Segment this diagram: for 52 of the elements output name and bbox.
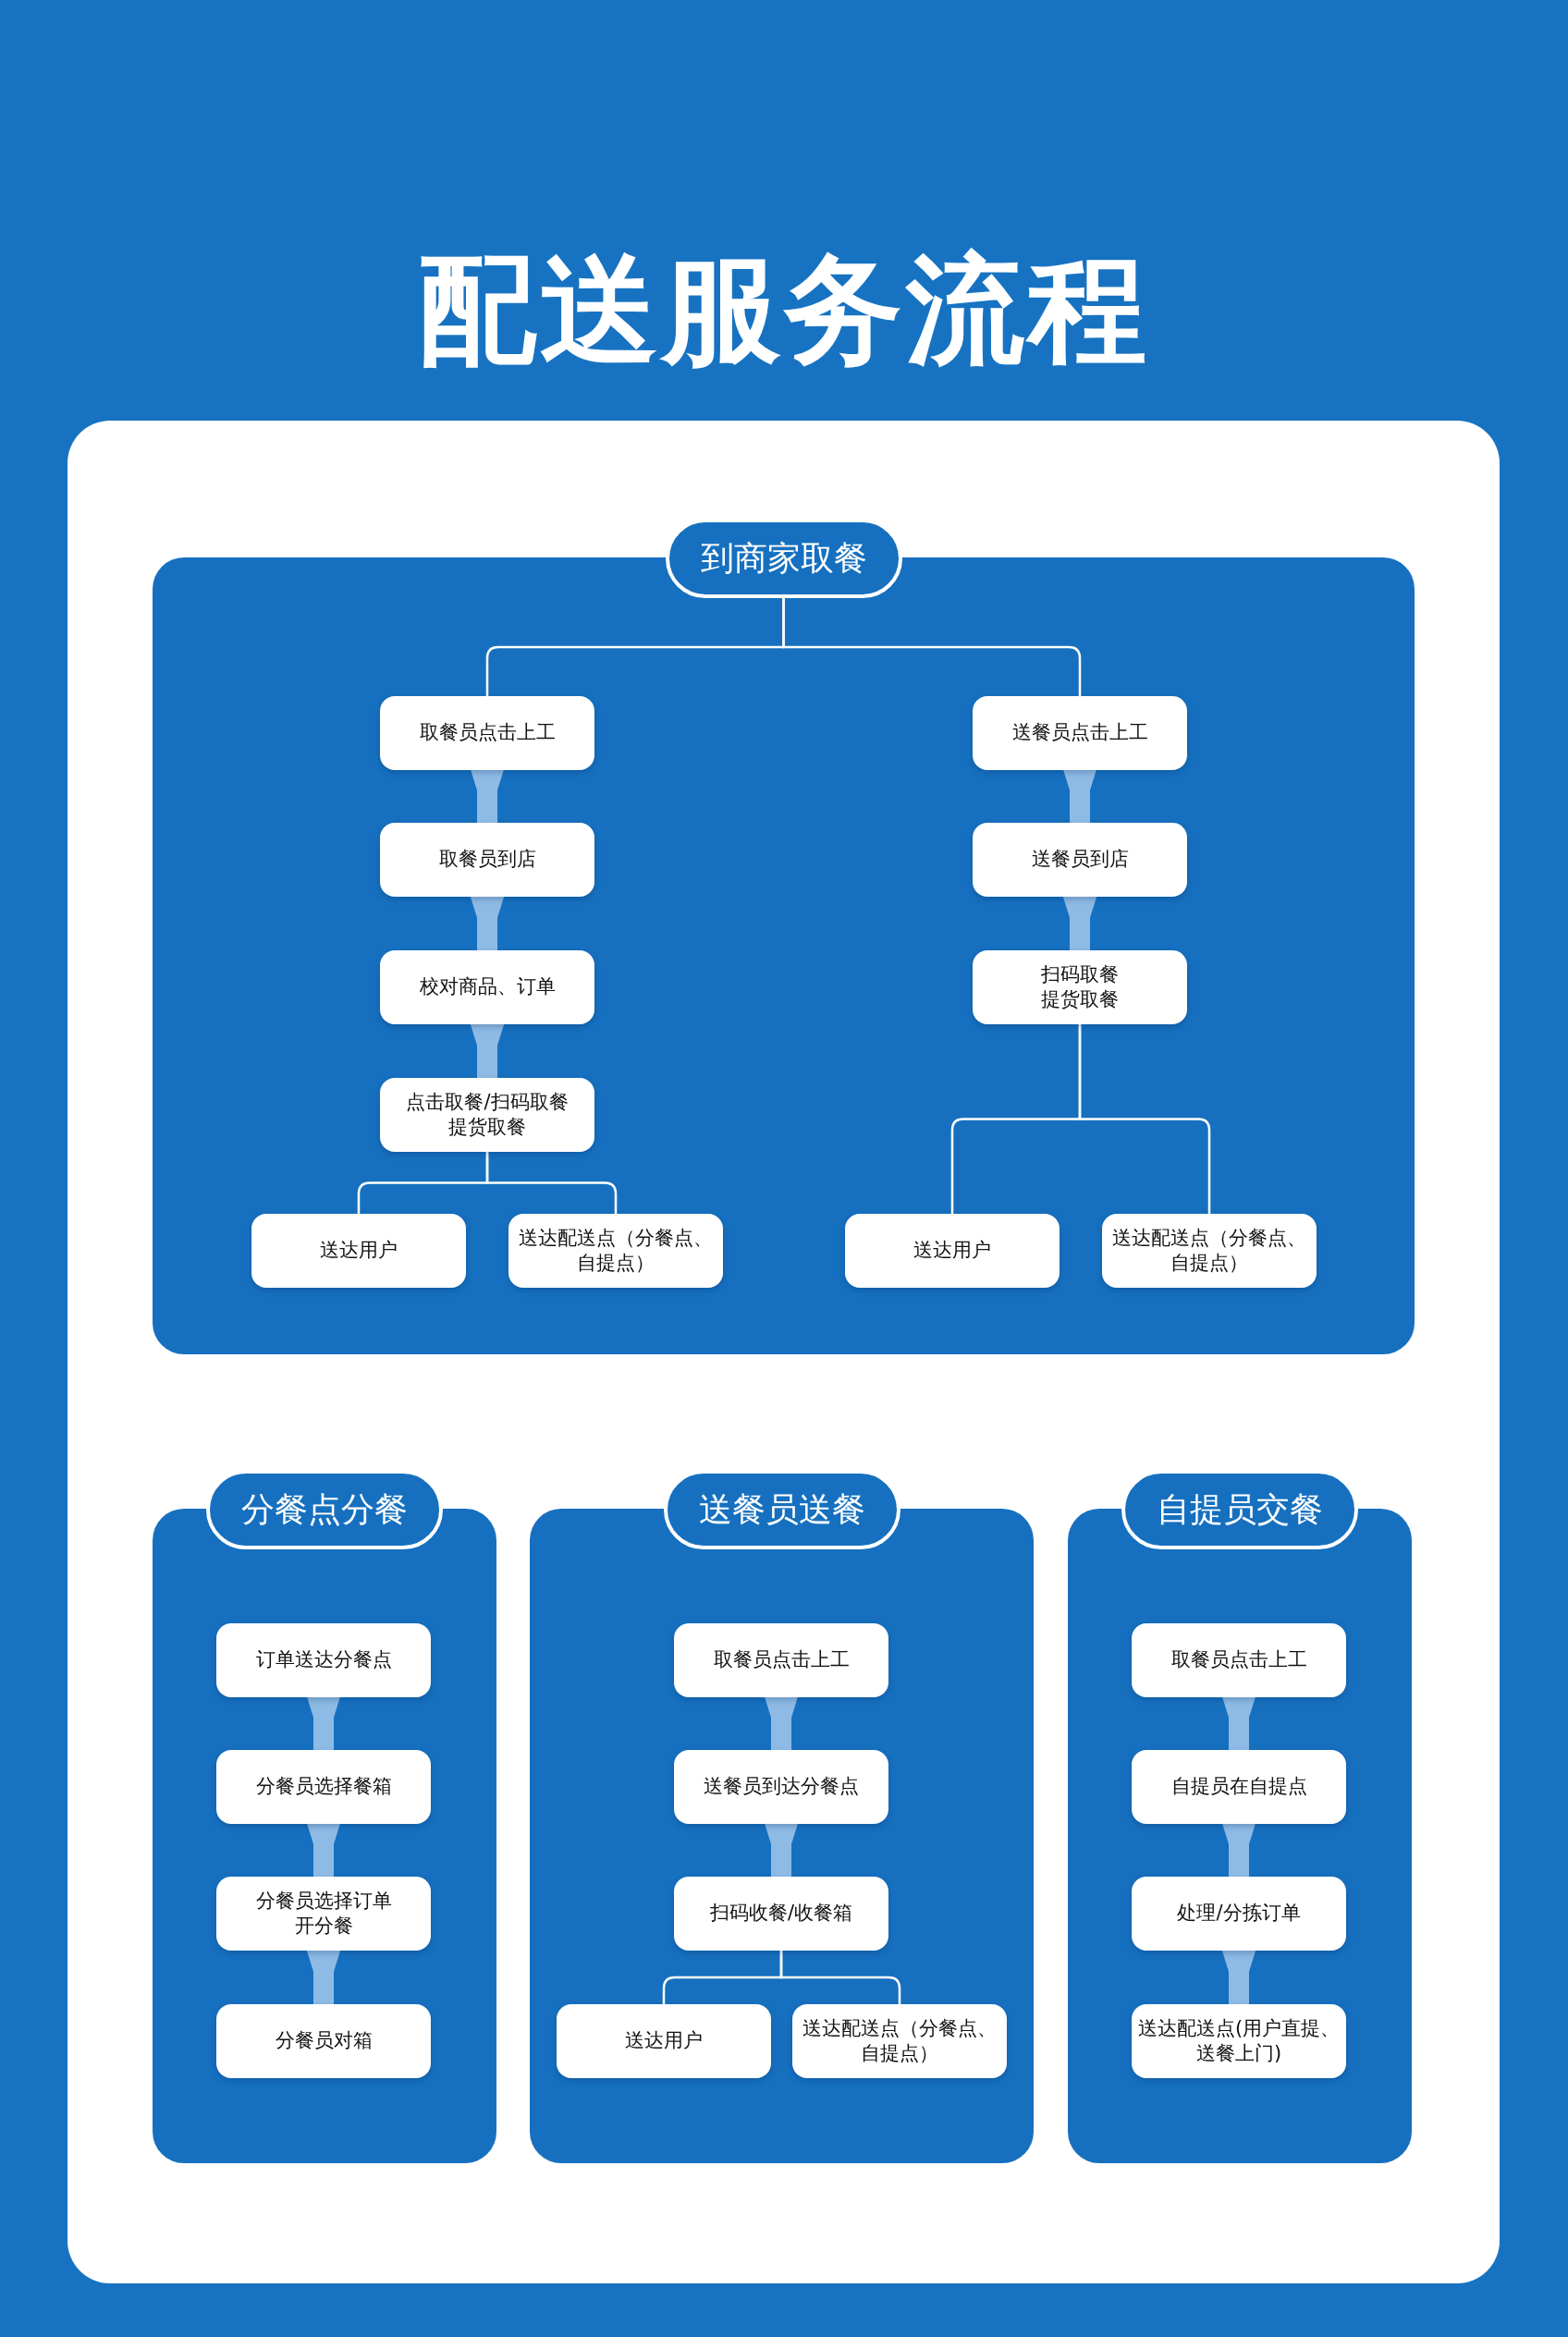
connector-line	[485, 1152, 618, 1214]
step-text: 自提员在自提点	[1170, 1774, 1307, 1800]
step-text: 扫码收餐/收餐箱	[709, 1901, 853, 1927]
process-box	[251, 1214, 466, 1288]
process-box	[216, 1623, 431, 1697]
process-box	[1132, 1750, 1346, 1824]
process-box	[380, 696, 594, 770]
process-box	[380, 823, 594, 897]
step-text: 取餐员点击上工	[1170, 1647, 1307, 1673]
process-box	[1132, 1877, 1346, 1951]
step-text: 送达用户	[913, 1238, 991, 1264]
step-text: 取餐员点击上工	[419, 720, 556, 746]
process-box	[380, 950, 594, 1024]
step-text: 取餐员点击上工	[713, 1647, 850, 1673]
process-box	[216, 2004, 431, 2078]
process-box	[216, 1877, 431, 1951]
step-text: 送达配送点（分餐点、自提点）	[1111, 1225, 1307, 1276]
process-box	[674, 1750, 888, 1824]
process-box	[973, 950, 1187, 1024]
process-box	[845, 1214, 1060, 1288]
process-box	[674, 1623, 888, 1697]
step-text: 分餐员选择订单开分餐	[254, 1888, 393, 1939]
process-box	[973, 823, 1187, 897]
step-text: 点击取餐/扫码取餐提货取餐	[405, 1089, 570, 1140]
step-text: 送达配送点（分餐点、自提点）	[802, 2015, 998, 2066]
step-text: 订单送达分餐点	[255, 1647, 392, 1673]
connector-line	[1078, 1024, 1211, 1214]
process-box	[380, 1078, 594, 1152]
step-text: 取餐员到店	[438, 847, 536, 873]
step-text: 扫码取餐提货取餐	[1040, 961, 1120, 1012]
step-text: 处理/分拣订单	[1177, 1901, 1301, 1927]
process-box	[792, 2004, 1007, 2078]
process-box	[216, 1750, 431, 1824]
step-text: 送餐员到店	[1031, 847, 1129, 873]
process-box	[674, 1877, 888, 1951]
process-box	[1132, 1623, 1346, 1697]
step-text: 分餐员对箱	[275, 2028, 373, 2054]
connector-line	[782, 598, 1082, 696]
step-text: 送餐员点击上工	[1011, 720, 1148, 746]
step-text: 分餐员选择餐箱	[255, 1774, 392, 1800]
step-text: 送达配送点（分餐点、自提点）	[518, 1225, 714, 1276]
step-text: 送餐员到达分餐点	[704, 1774, 859, 1800]
step-text: 校对商品、订单	[419, 974, 556, 1000]
process-box	[557, 2004, 771, 2078]
process-box	[1102, 1214, 1317, 1288]
process-box	[973, 696, 1187, 770]
process-box	[508, 1214, 723, 1288]
step-text: 送达用户	[625, 2028, 703, 2054]
process-box	[1132, 2004, 1346, 2078]
title: 配送服务流程	[417, 239, 1151, 380]
step-text: 送达配送点(用户直提、送餐上门)	[1136, 2015, 1341, 2066]
step-text: 送达用户	[320, 1238, 398, 1264]
